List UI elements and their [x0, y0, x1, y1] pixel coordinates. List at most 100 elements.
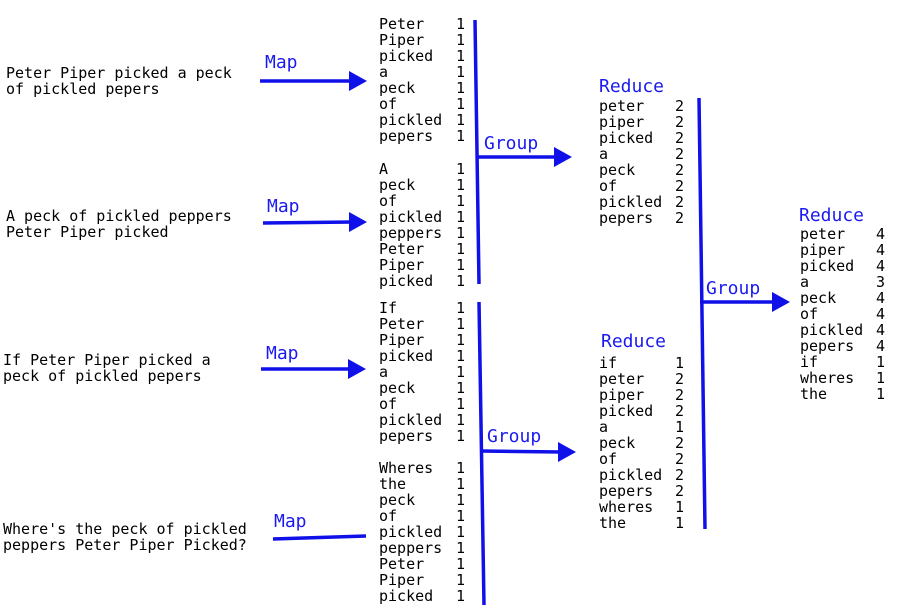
map-count: 1 — [456, 539, 465, 557]
reduce-key: a — [800, 273, 809, 291]
reduce-label: Reduce — [799, 205, 864, 226]
reduce-key: the — [800, 385, 827, 403]
map-key: Peter — [379, 555, 424, 573]
map-key: Peter — [379, 15, 424, 33]
reduce-count: 2 — [675, 177, 684, 195]
group-bar — [473, 19, 481, 285]
arrow-head-icon — [772, 292, 790, 312]
map-key: Piper — [379, 571, 424, 589]
flow-arrow-shaft — [262, 220, 354, 225]
map-count: 1 — [456, 176, 465, 194]
map-count: 1 — [456, 63, 465, 81]
flow-arrow-shaft — [480, 449, 563, 454]
input-line: Peter Piper picked — [6, 223, 169, 241]
reduce-count: 4 — [876, 257, 885, 275]
map-key: of — [379, 192, 397, 210]
map-count: 1 — [456, 160, 465, 178]
map-count: 1 — [456, 192, 465, 210]
reduce-count: 4 — [876, 337, 885, 355]
reduce-key: pickled — [800, 321, 863, 339]
arrow-head-icon — [558, 442, 576, 462]
map-count: 1 — [456, 95, 465, 113]
map-key: a — [379, 363, 388, 381]
map-count: 1 — [456, 555, 465, 573]
map-key: A — [379, 160, 388, 178]
map-key: pickled — [379, 111, 442, 129]
reduce-key: pickled — [599, 466, 662, 484]
map-count: 1 — [456, 315, 465, 333]
map-count: 1 — [456, 587, 465, 605]
reduce-count: 2 — [675, 145, 684, 163]
reduce-count: 2 — [675, 113, 684, 131]
map-key: pepers — [379, 127, 433, 145]
map-key: Piper — [379, 331, 424, 349]
reduce-key: pepers — [800, 337, 854, 355]
map-count: 1 — [456, 491, 465, 509]
reduce-key: peck — [599, 434, 635, 452]
reduce-key: peck — [599, 161, 635, 179]
reduce-count: 1 — [675, 418, 684, 436]
group-bar — [697, 97, 707, 530]
reduce-key: wheres — [800, 369, 854, 387]
map-count: 1 — [456, 427, 465, 445]
reduce-count: 1 — [675, 498, 684, 516]
map-count: 1 — [456, 256, 465, 274]
map-key: of — [379, 95, 397, 113]
reduce-key: picked — [599, 402, 653, 420]
reduce-key: the — [599, 514, 626, 532]
group-label: Group — [484, 133, 538, 154]
map-key: pepers — [379, 427, 433, 445]
map-key: a — [379, 63, 388, 81]
reduce-key: pepers — [599, 482, 653, 500]
reduce-count: 2 — [675, 402, 684, 420]
reduce-count: 1 — [675, 514, 684, 532]
reduce-key: if — [800, 353, 818, 371]
map-key: pickled — [379, 411, 442, 429]
map-key: peppers — [379, 539, 442, 557]
map-key: pickled — [379, 208, 442, 226]
map-count: 1 — [456, 208, 465, 226]
map-count: 1 — [456, 272, 465, 290]
reduce-key: of — [800, 305, 818, 323]
reduce-count: 2 — [675, 466, 684, 484]
map-label: Map — [265, 52, 298, 73]
map-key: peck — [379, 379, 415, 397]
arrow-head-icon — [349, 212, 367, 232]
reduce-count: 2 — [675, 161, 684, 179]
map-key: peck — [379, 176, 415, 194]
reduce-key: pepers — [599, 209, 653, 227]
reduce-count: 2 — [675, 97, 684, 115]
input-line: of pickled pepers — [6, 80, 160, 98]
stage-labels: MapMapMapMapGroupGroupGroupReduceReduceR… — [265, 52, 864, 532]
reduce-key: piper — [800, 241, 845, 259]
map-count: 1 — [456, 347, 465, 365]
reduce-key: of — [599, 450, 617, 468]
map-count: 1 — [456, 79, 465, 97]
reduce-key: a — [599, 145, 608, 163]
arrow-head-icon — [348, 359, 366, 379]
input-line: peppers Peter Piper Picked? — [3, 536, 247, 554]
reduce-key: piper — [599, 113, 644, 131]
reduce-key: pickled — [599, 193, 662, 211]
map-count: 1 — [456, 395, 465, 413]
reduce-count: 2 — [675, 209, 684, 227]
map-count: 1 — [456, 240, 465, 258]
map-key: peck — [379, 491, 415, 509]
flow-lines — [260, 19, 790, 606]
reduce-label: Reduce — [601, 331, 666, 352]
map-count: 1 — [456, 47, 465, 65]
reduce-count: 2 — [675, 386, 684, 404]
map-count: 1 — [456, 299, 465, 317]
map-key: picked — [379, 587, 433, 605]
map-key: peppers — [379, 224, 442, 242]
map-key: pickled — [379, 523, 442, 541]
map-key: Piper — [379, 31, 424, 49]
map-count: 1 — [456, 331, 465, 349]
reduce-label: Reduce — [599, 76, 664, 97]
